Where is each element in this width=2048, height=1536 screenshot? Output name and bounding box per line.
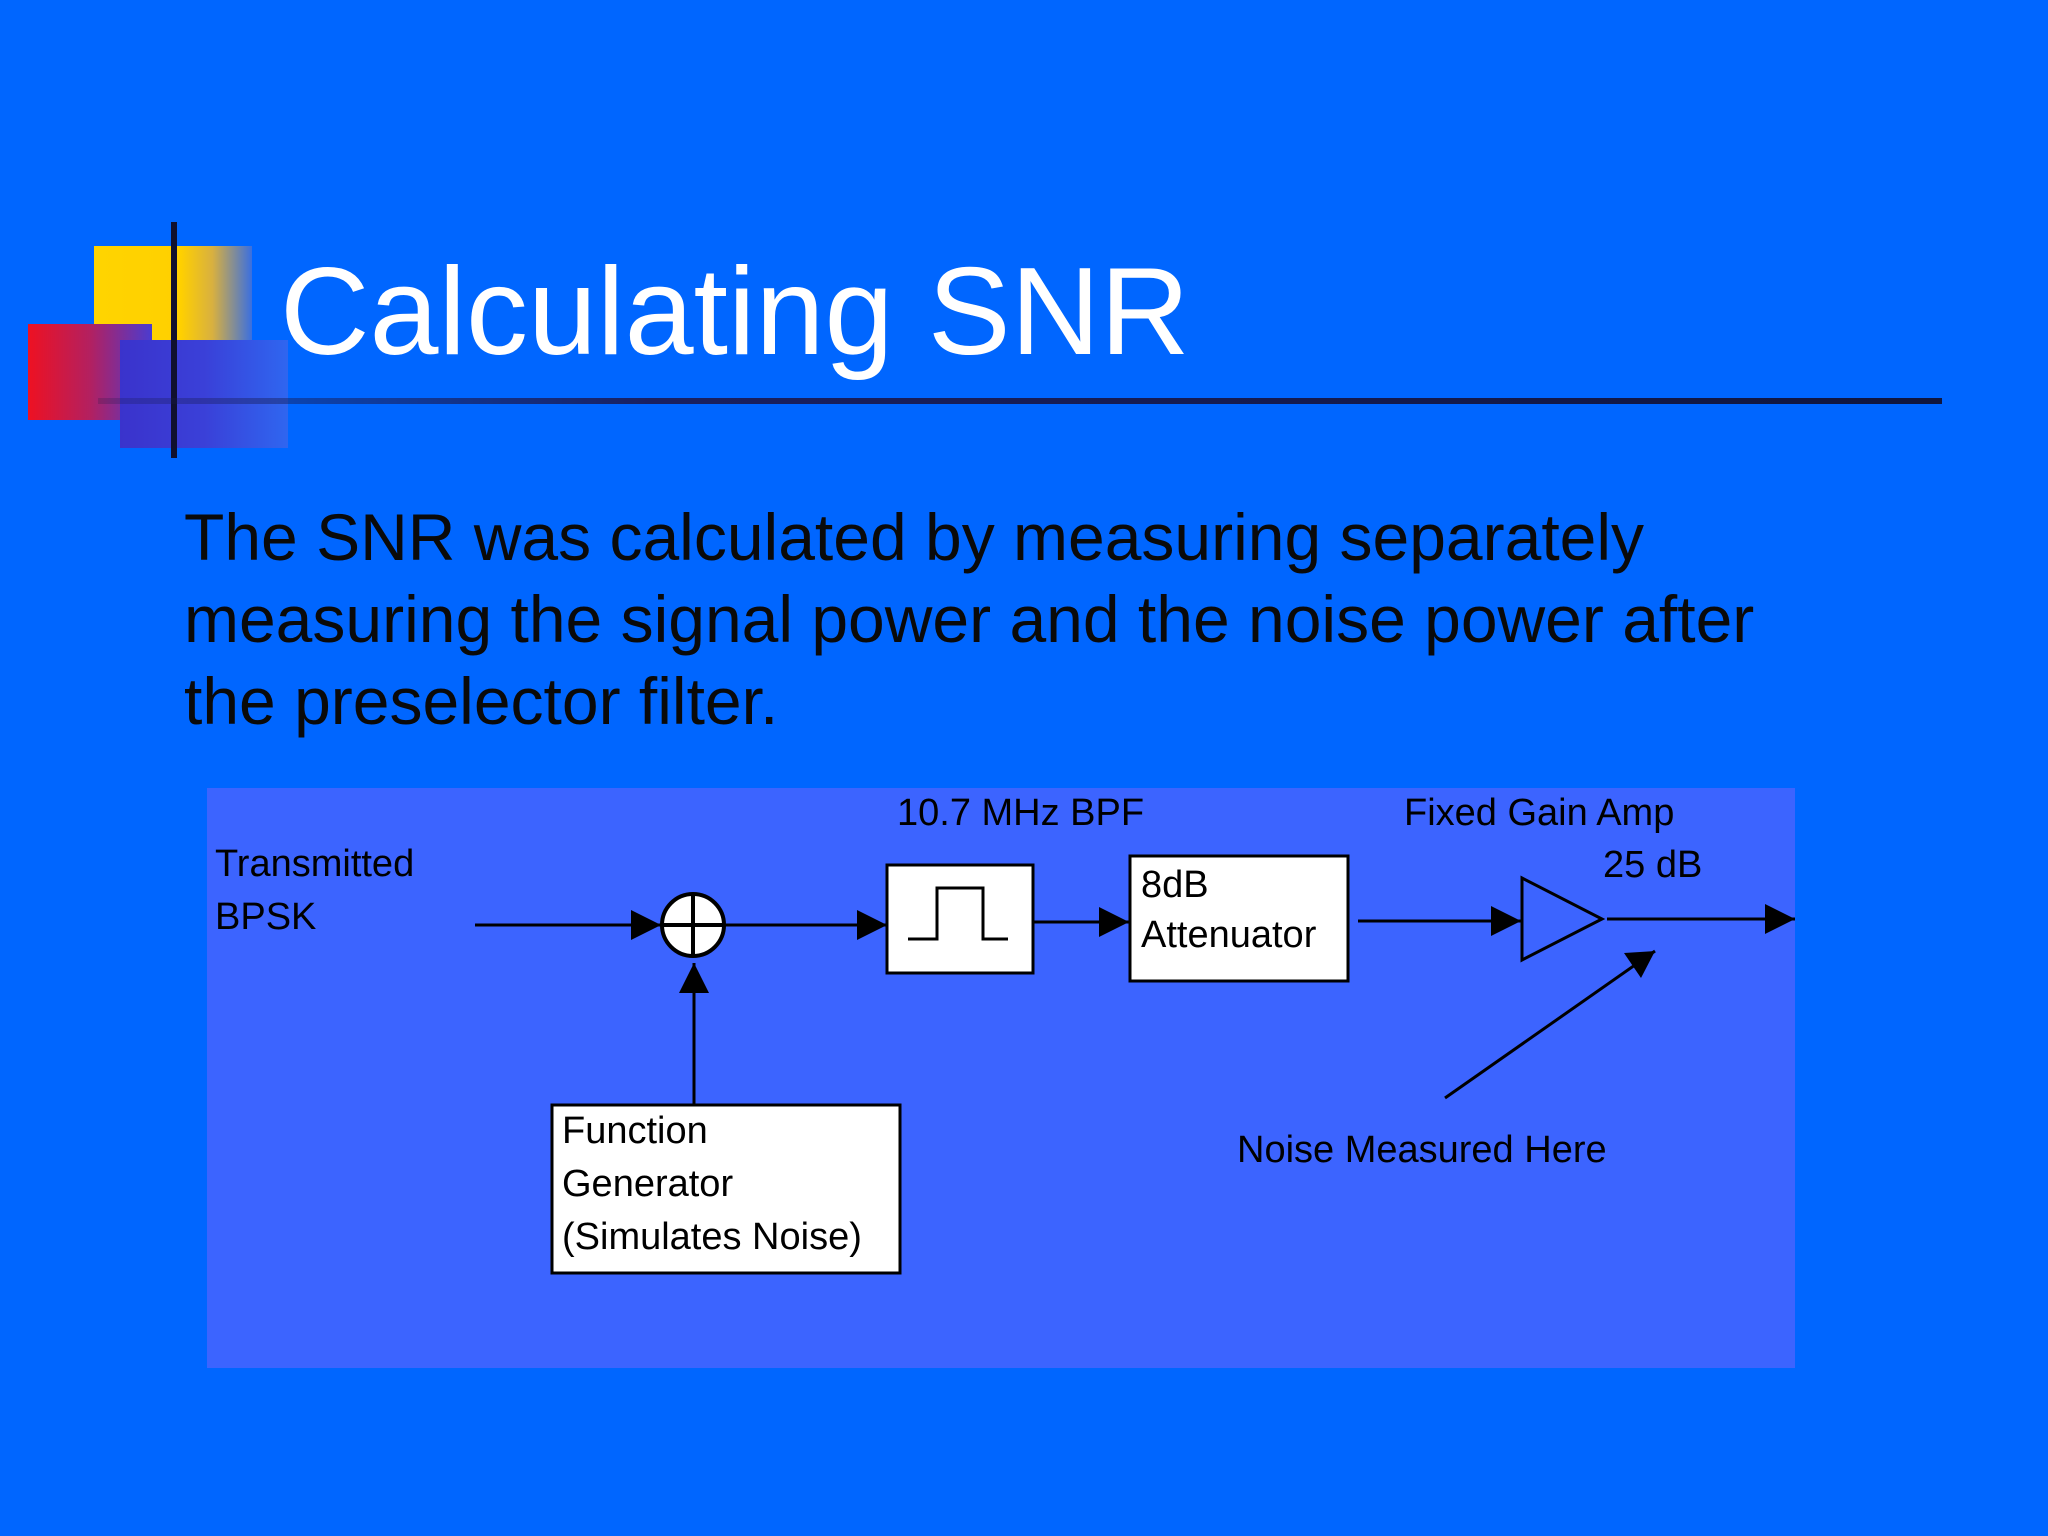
bpf-box — [885, 863, 1035, 975]
noise-measured-label: Noise Measured Here — [1237, 1129, 1607, 1171]
attenuator-label-line2: Attenuator — [1141, 914, 1317, 956]
input-label-line2: BPSK — [215, 896, 316, 938]
generator-label-line3: (Simulates Noise) — [562, 1216, 862, 1258]
logo-square-blue — [120, 340, 288, 448]
input-label-line1: Transmitted — [215, 843, 414, 885]
summing-junction-icon — [660, 892, 726, 958]
amplifier-icon — [1520, 875, 1606, 963]
amp-label: Fixed Gain Amp — [1404, 792, 1674, 834]
block-diagram-panel: Transmitted BPSK 10.7 MHz BPF — [207, 788, 1795, 1368]
logo-vertical-line — [171, 222, 177, 458]
title-underline — [98, 398, 1942, 404]
slide-title: Calculating SNR — [280, 243, 1190, 381]
amp-gain-label: 25 dB — [1603, 844, 1702, 886]
attenuator-box — [1128, 854, 1350, 983]
slide-body-text: The SNR was calculated by measuring sepa… — [184, 500, 1755, 738]
generator-label-line2: Generator — [562, 1163, 733, 1205]
block-diagram: Transmitted BPSK 10.7 MHz BPF — [215, 792, 1795, 1275]
bandpass-pulse-icon — [908, 886, 1008, 941]
noise-measurement-arrow — [1444, 949, 1656, 1100]
input-arrowhead — [631, 910, 661, 940]
attenuator-label-line1: 8dB — [1141, 864, 1209, 906]
function-generator-box — [550, 1103, 902, 1275]
bpf-label: 10.7 MHz BPF — [897, 792, 1144, 834]
generator-label-line1: Function — [562, 1110, 708, 1152]
